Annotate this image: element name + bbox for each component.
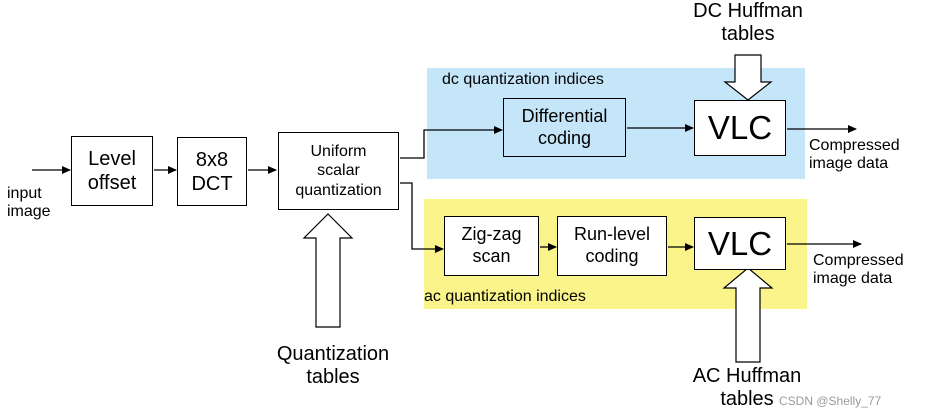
differential-coding-label: Differential coding	[521, 105, 608, 148]
level-offset-block: Level offset	[71, 136, 153, 206]
level-offset-label: Level offset	[87, 148, 137, 194]
watermark: CSDN @Shelly_77	[779, 394, 882, 408]
dct-block: 8x8 DCT	[177, 137, 247, 206]
differential-coding-block: Differential coding	[503, 98, 626, 157]
dc-huffman-hollow-arrow	[723, 54, 773, 101]
dc-panel-label: dc quantization indices	[442, 71, 604, 88]
quantization-tables-label: Quantization tables	[276, 343, 390, 388]
quantizer-label: Uniform scalar quantization	[295, 143, 382, 199]
arrow-quant-to-dc	[400, 126, 503, 159]
arrow-quant-to-ac	[400, 182, 444, 253]
quantization-hollow-arrow	[302, 213, 354, 328]
dc-vlc-block: VLC	[694, 100, 786, 156]
quantizer-block: Uniform scalar quantization	[278, 132, 399, 210]
input-image-label: input image	[7, 185, 51, 221]
dc-vlc-label: VLC	[707, 109, 773, 147]
ac-vlc-block: VLC	[694, 217, 786, 270]
run-level-coding-label: Run-level coding	[573, 224, 651, 266]
ac-huffman-tables-label: AC Huffman tables	[692, 365, 802, 410]
zigzag-scan-block: Zig-zag scan	[444, 216, 539, 276]
dc-output-label: Compressed image data	[809, 137, 900, 173]
dct-label: 8x8 DCT	[191, 148, 233, 195]
dc-huffman-tables-label: DC Huffman tables	[693, 0, 803, 45]
ac-vlc-label: VLC	[707, 224, 773, 262]
ac-huffman-hollow-arrow	[722, 267, 774, 363]
run-level-coding-block: Run-level coding	[557, 216, 667, 276]
zigzag-scan-label: Zig-zag scan	[461, 224, 522, 266]
ac-output-label: Compressed image data	[813, 252, 904, 288]
ac-panel-label: ac quantization indices	[424, 288, 586, 305]
